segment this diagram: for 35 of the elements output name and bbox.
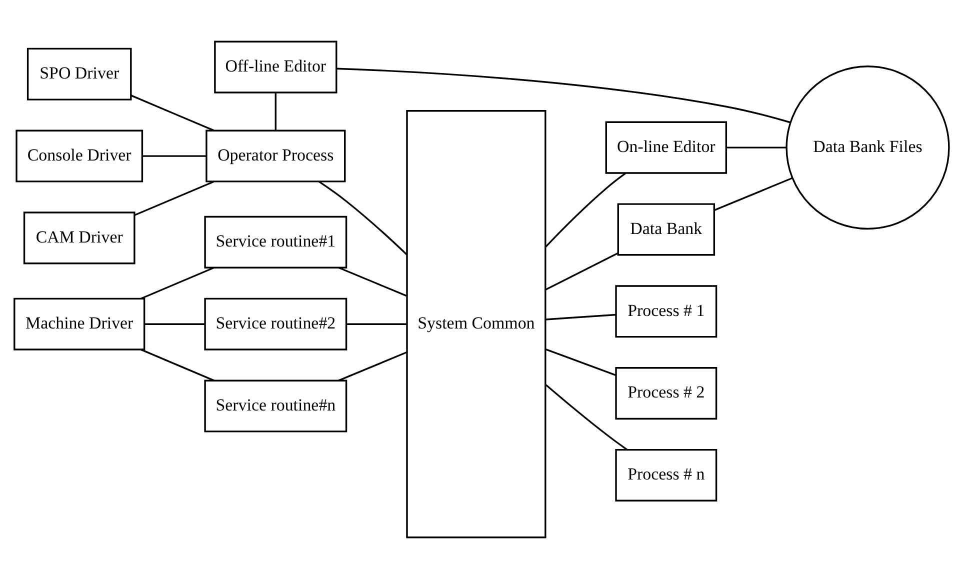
node-box: Machine Driver — [14, 298, 146, 350]
connector — [545, 348, 616, 376]
node-box: Process # 1 — [615, 285, 718, 338]
node-box: Operator Process — [206, 130, 346, 182]
connector — [142, 155, 206, 157]
connector — [714, 177, 794, 211]
connector — [545, 384, 628, 450]
connector — [338, 266, 407, 297]
connector — [546, 314, 616, 320]
connector — [726, 146, 787, 148]
node-circle: Data Bank Files — [786, 66, 950, 230]
node-box: Service routine#1 — [204, 216, 348, 268]
node-box: Off-line Editor — [214, 40, 338, 94]
connector — [274, 92, 277, 130]
connector — [140, 348, 214, 382]
node-box: Service routine#2 — [204, 298, 348, 350]
node-box: Console Driver — [16, 130, 144, 182]
node-box: System Common — [406, 110, 546, 538]
node-box: On-line Editor — [605, 121, 728, 174]
connector — [336, 68, 791, 124]
node-box: Process # n — [615, 448, 718, 502]
connector — [338, 352, 407, 382]
connector — [130, 94, 214, 132]
connector — [545, 172, 626, 248]
node-box: Data Bank — [617, 203, 716, 256]
node-box: Service routine#n — [204, 380, 348, 432]
node-box: Process # 2 — [615, 367, 718, 420]
connector — [346, 323, 406, 325]
connector — [545, 252, 618, 290]
connector — [318, 180, 408, 256]
connector — [134, 180, 214, 216]
node-box: SPO Driver — [26, 48, 132, 100]
connector — [144, 323, 204, 325]
node-box: CAM Driver — [23, 212, 136, 264]
connector — [140, 266, 214, 300]
